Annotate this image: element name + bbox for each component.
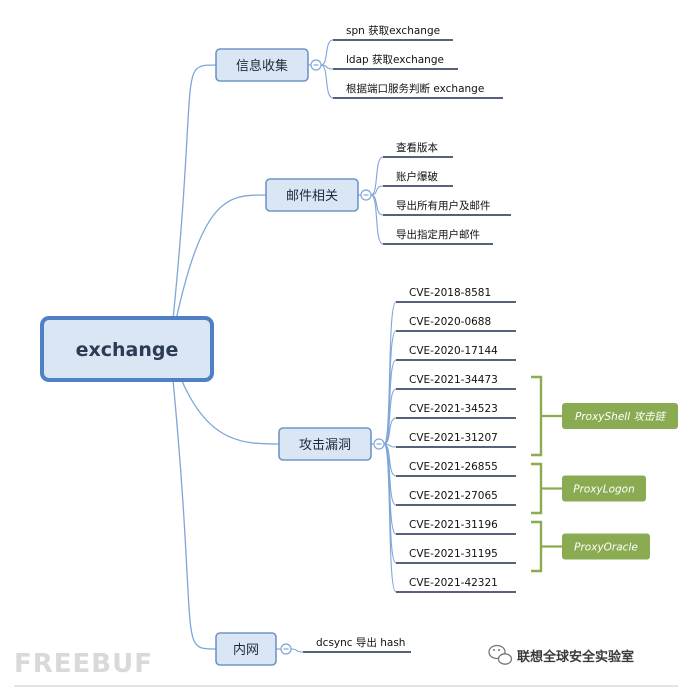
connector-root-info xyxy=(169,64,217,350)
leaf-node-mail: 账户爆破 xyxy=(383,170,453,187)
leaf-label: CVE-2021-26855 xyxy=(409,461,498,473)
leaf-node-vuln: CVE-2021-42321 xyxy=(396,577,516,593)
brand-name: 联想全球安全实验室 xyxy=(517,649,634,665)
group-brackets xyxy=(531,375,562,573)
leaf-node-vuln: CVE-2021-26855 xyxy=(396,461,516,477)
group-tag: ProxyOracle xyxy=(562,533,650,560)
leaf-label: 查看版本 xyxy=(396,141,438,154)
leaf-label: spn 获取exchange xyxy=(346,25,440,37)
connector-intranet-leaf xyxy=(290,648,304,653)
leaf-label: CVE-2021-31195 xyxy=(409,548,498,560)
leaf-label: CVE-2021-42321 xyxy=(409,577,498,589)
branch-node-info: 信息收集 xyxy=(215,48,309,82)
connector-mail-leaf xyxy=(370,194,384,216)
leaf-node-vuln: CVE-2020-0688 xyxy=(396,316,516,332)
group-tag-box xyxy=(562,533,650,560)
group-tag-label: ProxyShell 攻击链 xyxy=(575,411,666,423)
group-tag-box xyxy=(562,403,678,429)
leaf-label: 账户爆破 xyxy=(396,170,438,183)
group-tag-label: ProxyLogon xyxy=(573,484,635,496)
leaf-node-mail: 导出所有用户及邮件 xyxy=(383,199,511,216)
leaf-node-intranet: dcsync 导出 hash xyxy=(303,636,411,653)
connector-mail-leaf xyxy=(370,194,384,245)
branch-node-info-box xyxy=(215,48,309,82)
leaf-label: dcsync 导出 hash xyxy=(316,636,405,649)
connector-vuln-leaf xyxy=(383,443,397,593)
connector-root-intranet xyxy=(169,348,217,650)
branch-node-mail-box xyxy=(265,178,359,212)
leaf-node-vuln: CVE-2021-31207 xyxy=(396,432,516,448)
connector-mail-leaf xyxy=(370,156,384,196)
branch-node-vuln-box xyxy=(278,427,372,461)
leaf-node-info: ldap 获取exchange xyxy=(333,54,458,70)
leaf-node-vuln: CVE-2020-17144 xyxy=(396,345,516,361)
leaf-node-mail: 导出指定用户邮件 xyxy=(383,228,493,245)
connector-vuln-leaf xyxy=(383,417,397,445)
leaf-label: ldap 获取exchange xyxy=(346,54,444,66)
wechat-icon xyxy=(488,644,513,665)
leaf-node-vuln: CVE-2021-34473 xyxy=(396,374,516,390)
group-tag-box xyxy=(562,475,646,502)
connector-mail-leaf xyxy=(370,185,384,196)
group-bracket xyxy=(531,520,562,573)
connector-info-leaf xyxy=(320,39,334,66)
leaf-label: CVE-2018-8581 xyxy=(409,287,491,299)
branch-node-intranet-box xyxy=(215,632,277,666)
leaf-nodes: spn 获取exchange ldap 获取exchange 根据端口服务判断 ex… xyxy=(303,25,516,653)
leaf-node-mail: 查看版本 xyxy=(383,141,453,158)
root-node-label: exchange xyxy=(76,339,179,361)
connector-info-leaf xyxy=(320,64,334,99)
leaf-label: CVE-2020-17144 xyxy=(409,345,498,357)
leaf-label: CVE-2021-34473 xyxy=(409,374,498,386)
branch-node-vuln: 攻击漏洞 xyxy=(278,427,372,461)
group-bracket xyxy=(531,375,562,457)
leaf-label: 根据端口服务判断 exchange xyxy=(346,82,484,95)
leaf-node-vuln: CVE-2021-31196 xyxy=(396,519,516,535)
root-node: exchange xyxy=(40,316,214,382)
brand-footer: 联想全球安全实验室 xyxy=(488,644,634,665)
group-tag: ProxyShell 攻击链 xyxy=(562,403,678,429)
branch-node-intranet-label: 内网 xyxy=(233,642,259,658)
connector-root-mail xyxy=(169,194,267,350)
connector-vuln-leaf xyxy=(383,388,397,445)
branch-node-intranet: 内网 xyxy=(215,632,277,666)
branch-node-info-label: 信息收集 xyxy=(236,58,288,74)
group-tag-label: ProxyOracle xyxy=(574,542,638,554)
leaf-node-vuln: CVE-2021-34523 xyxy=(396,403,516,419)
leaf-label: 导出所有用户及邮件 xyxy=(396,199,491,212)
branch-node-mail-label: 邮件相关 xyxy=(286,189,338,204)
branch-node-vuln-label: 攻击漏洞 xyxy=(299,437,351,453)
leaf-label: CVE-2021-31207 xyxy=(409,432,498,444)
branch-node-mail: 邮件相关 xyxy=(265,178,359,212)
leaf-label: CVE-2021-34523 xyxy=(409,403,498,415)
leaf-node-vuln: CVE-2018-8581 xyxy=(396,287,516,303)
watermark: FREEBUF xyxy=(14,649,153,679)
leaf-node-info: 根据端口服务判断 exchange xyxy=(333,82,503,99)
leaf-node-vuln: CVE-2021-31195 xyxy=(396,548,516,564)
group-bracket xyxy=(531,462,562,515)
leaf-label: CVE-2021-31196 xyxy=(409,519,498,531)
leaf-node-info: spn 获取exchange xyxy=(333,25,453,41)
leaf-label: CVE-2020-0688 xyxy=(409,316,491,328)
root-node-box xyxy=(40,316,214,382)
watermark-text: FREEBUF xyxy=(14,649,153,679)
leaf-label: 导出指定用户邮件 xyxy=(396,228,480,241)
leaf-label: CVE-2021-27065 xyxy=(409,490,498,502)
leaf-node-vuln: CVE-2021-27065 xyxy=(396,490,516,506)
group-tag: ProxyLogon xyxy=(562,475,646,502)
